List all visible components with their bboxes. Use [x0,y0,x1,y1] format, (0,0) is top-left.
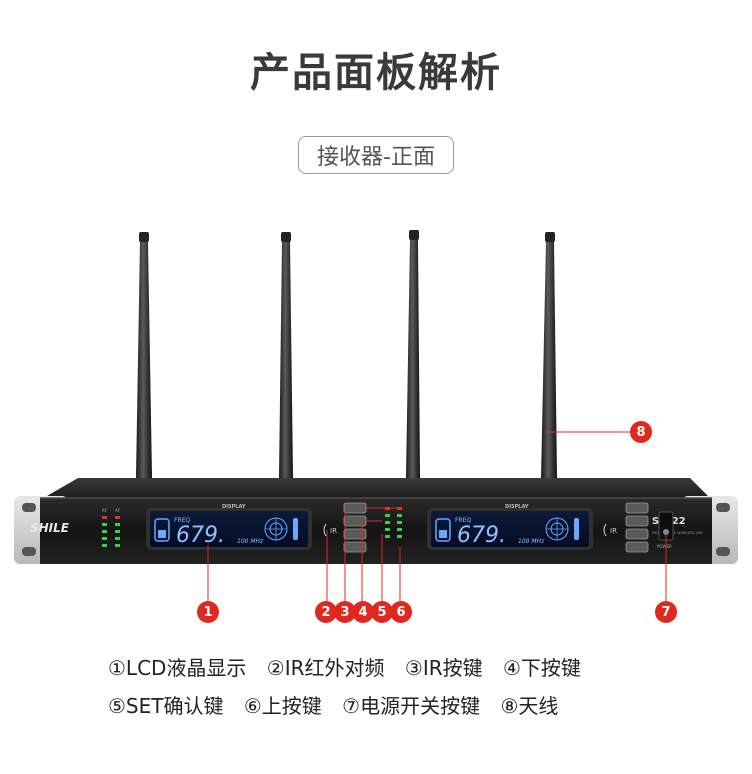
antenna-group [136,230,557,478]
legend-item-6: ⑥上按键 [243,694,322,718]
marker-6: 6 [390,601,412,623]
antenna-3 [406,230,420,478]
antenna-2 [279,232,293,478]
meter-label-rf: RF [102,508,108,513]
display-label-left: DISPLAY [222,504,246,510]
lcd-display-left: DISPLAY FREQ 679. 100 MHz [146,504,312,550]
battery-icon [435,518,451,542]
legend-item-1: ①LCD液晶显示 [108,656,247,680]
set-button-right[interactable] [625,528,649,540]
marker-2: 2 [315,601,337,623]
marker-3: 3 [334,601,356,623]
marker-7: 7 [655,601,677,623]
ir-window-left: IR [323,523,337,537]
ir-label-left: IR [330,527,337,535]
callout-lines [207,431,667,602]
legend-row-1: ①LCD液晶显示 ②IR红外对频 ③IR按键 ④下按键 [108,652,708,681]
marker-4: 4 [352,601,374,623]
legend-item-4: ④下按键 [502,656,581,680]
marker-5: 5 [371,601,393,623]
ir-window-right: IR [603,523,617,537]
freq-label-right: FREQ [455,517,471,524]
up-button-right[interactable] [625,541,649,553]
receiver-illustration: SHILE RF AF DISPLAY FREQ 679. 100 MHz IR [14,230,738,602]
freq-unit-left: 100 MHz [237,538,264,545]
subtitle-text: 接收器-正面 [317,145,435,170]
antenna-1 [136,232,152,478]
legend-item-7: ⑦电源开关按键 [342,694,481,718]
level-meter-left: RF AF [102,508,121,547]
antenna-4 [541,232,557,478]
page-title: 产品面板解析 [250,50,502,96]
legend-item-5: ⑤SET确认键 [108,694,224,718]
brand-logo: SHILE [30,521,70,535]
power-switch[interactable] [658,511,674,541]
marker-8: 8 [630,421,652,443]
ir-label-right: IR [610,527,617,535]
chassis-top [40,478,712,500]
button-column-right [625,502,649,553]
set-button-left[interactable] [343,528,367,540]
battery-icon [154,518,170,542]
legend-item-8: ⑧天线 [500,694,559,718]
freq-unit-right: 100 MHz [518,538,545,545]
display-label-right: DISPLAY [505,504,529,510]
lcd-display-right: DISPLAY FREQ 679. 100 MHz [427,504,593,550]
up-button-left[interactable] [343,541,367,553]
subtitle-badge: 接收器-正面 [298,136,454,174]
down-button-right[interactable] [625,515,649,527]
freq-value-right: 679. [457,523,506,548]
ir-button-right[interactable] [625,502,649,514]
marker-1: 1 [197,601,219,623]
legend-row-2: ⑤SET确认键 ⑥上按键 ⑦电源开关按键 ⑧天线 [108,690,708,719]
mic-icon [293,518,298,540]
legend-item-3: ③IR按键 [404,656,483,680]
down-button-left[interactable] [343,515,367,527]
meter-label-af: AF [115,508,121,513]
power-label: POWER [657,544,672,549]
freq-label-left: FREQ [174,517,190,524]
model-sublabel: MICROPHONE WIRELESS UHF [652,531,703,535]
mic-icon [574,518,579,540]
freq-value-left: 679. [176,523,225,548]
legend-item-2: ②IR红外对频 [266,656,385,680]
ir-button-left[interactable] [343,502,367,514]
